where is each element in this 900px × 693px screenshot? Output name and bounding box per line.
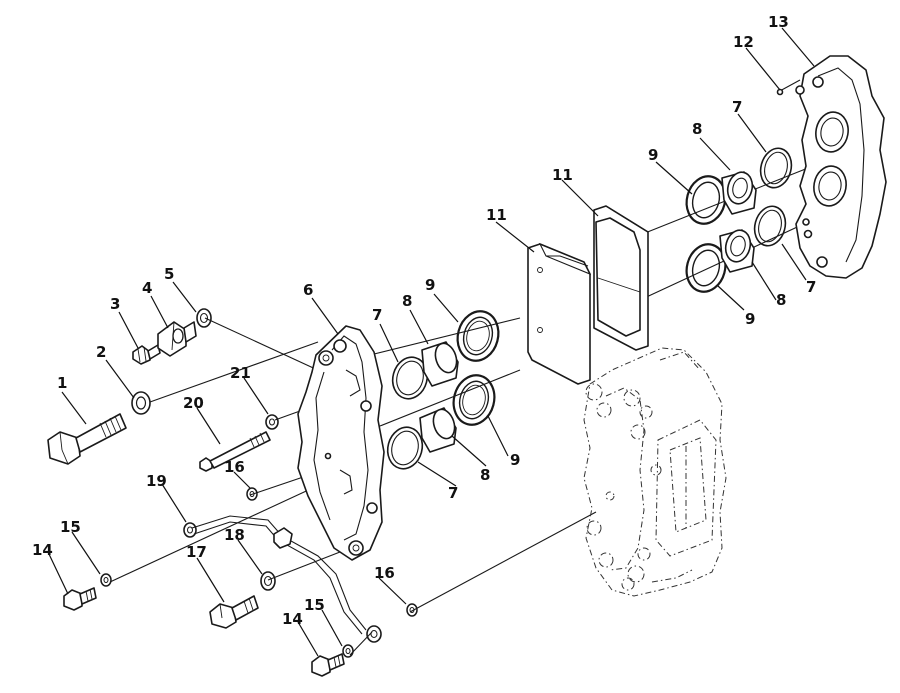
washer-part-16-left bbox=[246, 487, 258, 501]
callout-8-upper-left: 8 bbox=[402, 292, 412, 310]
caliper-half-part-6 bbox=[297, 325, 385, 561]
seal-ring-7-lower-right bbox=[753, 205, 787, 247]
washer-part-2 bbox=[131, 391, 151, 415]
callout-7-lower-left: 7 bbox=[448, 484, 458, 502]
assembled-caliper-reference bbox=[583, 347, 727, 597]
callout-18: 18 bbox=[224, 526, 245, 544]
callout-16-left: 16 bbox=[224, 458, 245, 476]
callout-9-upper-right: 9 bbox=[648, 146, 658, 164]
brake-tube-part-19 bbox=[183, 515, 382, 643]
callout-3: 3 bbox=[110, 295, 120, 313]
callout-17: 17 bbox=[186, 543, 207, 561]
callout-9-upper-left: 9 bbox=[425, 276, 435, 294]
bolt-part-14-right bbox=[311, 653, 345, 677]
callout-11-right: 11 bbox=[552, 166, 573, 184]
dust-seal-9-upper-left bbox=[456, 310, 500, 362]
caliper-half-part-13 bbox=[795, 55, 887, 279]
brake-pad-11-right bbox=[593, 205, 649, 351]
washer-part-15-right bbox=[342, 644, 354, 658]
washer-part-15-left bbox=[100, 573, 112, 587]
washer-part-5 bbox=[196, 308, 212, 328]
piston-8-lower-right bbox=[719, 229, 755, 273]
callout-2: 2 bbox=[96, 343, 106, 361]
callout-8-lower-right: 8 bbox=[776, 291, 786, 309]
callout-6: 6 bbox=[303, 281, 313, 299]
callout-12: 12 bbox=[733, 33, 754, 51]
bolt-part-17 bbox=[209, 595, 259, 629]
assembly-lines bbox=[109, 79, 809, 656]
callout-21: 21 bbox=[230, 364, 251, 382]
long-bolt-part-20 bbox=[199, 431, 271, 472]
pin-part-12 bbox=[776, 88, 784, 96]
leader-lines bbox=[47, 27, 815, 657]
bleed-screw-part-3 bbox=[132, 344, 161, 365]
brake-pad-11-left bbox=[527, 242, 592, 385]
callout-16-right: 16 bbox=[374, 564, 395, 582]
callout-9-lower-left: 9 bbox=[510, 451, 520, 469]
nut-part-21 bbox=[265, 414, 279, 430]
washer-part-18 bbox=[260, 571, 276, 591]
callout-8-upper-right: 8 bbox=[692, 120, 702, 138]
callout-14-left: 14 bbox=[32, 541, 53, 559]
piston-8-upper-right bbox=[721, 171, 757, 215]
callout-19: 19 bbox=[146, 472, 167, 490]
callout-7-upper-left: 7 bbox=[372, 306, 382, 324]
callout-5: 5 bbox=[164, 265, 174, 283]
callout-4: 4 bbox=[142, 279, 152, 297]
bolt-part-14-left bbox=[63, 587, 97, 611]
piston-8-lower-left bbox=[419, 407, 457, 453]
callout-15-right: 15 bbox=[304, 596, 325, 614]
callout-1: 1 bbox=[57, 374, 67, 392]
dust-seal-9-lower-right bbox=[685, 243, 727, 293]
dust-seal-9-upper-right bbox=[685, 175, 727, 225]
seal-ring-7-upper-left bbox=[391, 356, 429, 400]
callout-11-left: 11 bbox=[486, 206, 507, 224]
piston-8-upper-left bbox=[421, 341, 459, 387]
adapter-part-4 bbox=[157, 321, 197, 357]
callout-7-upper-right: 7 bbox=[732, 98, 742, 116]
washer-part-16-right bbox=[406, 603, 418, 617]
callout-7-lower-right: 7 bbox=[806, 278, 816, 296]
bolt-part-1 bbox=[47, 413, 127, 465]
callout-labels: 1 2 3 4 5 6 7 7 7 7 8 8 8 8 9 9 9 9 11 1… bbox=[32, 13, 816, 628]
callout-20: 20 bbox=[183, 394, 204, 412]
seal-ring-7-lower-left bbox=[386, 426, 424, 470]
seal-ring-7-upper-right bbox=[759, 147, 793, 189]
callout-9-lower-right: 9 bbox=[745, 310, 755, 328]
callout-14-right: 14 bbox=[282, 610, 303, 628]
callout-15-left: 15 bbox=[60, 518, 81, 536]
dust-seal-9-lower-left bbox=[452, 374, 496, 426]
callout-13: 13 bbox=[768, 13, 789, 31]
callout-8-lower-left: 8 bbox=[480, 466, 490, 484]
